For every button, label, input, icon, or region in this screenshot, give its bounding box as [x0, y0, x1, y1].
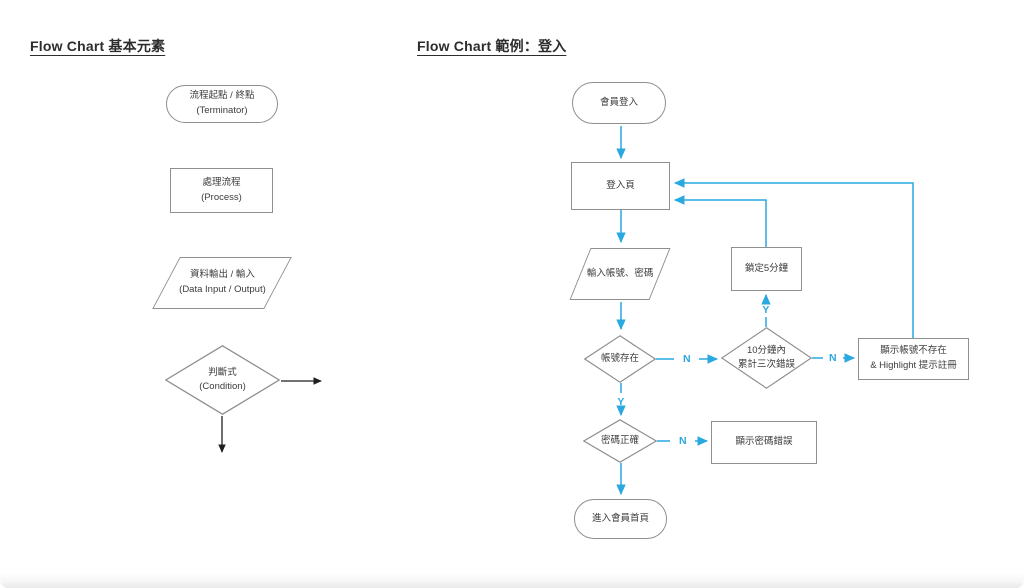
edge-label-yes-three-failures: Y [762, 304, 770, 316]
account-not-exist-label-line1: 顯示帳號不存在 [880, 345, 947, 357]
terminator-label: 流程起點 / 終點 [189, 90, 255, 102]
terminator-sublabel: (Terminator) [196, 105, 248, 116]
edge-label-no-account-exists: N [683, 353, 691, 365]
start-label: 會員登入 [599, 96, 638, 108]
login-page-label: 登入頁 [606, 179, 635, 191]
edge-label-yes-account-exists: Y [617, 396, 625, 408]
data-io-sublabel: (Data Input / Output) [178, 284, 266, 295]
account-exists-label: 帳號存在 [600, 352, 639, 364]
account-not-exist-label-line2: & Highlight 提示註冊 [870, 360, 957, 371]
diamond-outline [165, 345, 280, 415]
terminator-node[interactable]: 流程起點 / 終點 (Terminator) [166, 85, 278, 123]
three-failures-label-line1: 10分鐘內 [746, 344, 787, 356]
three-failures-label-line2: 累計三次錯誤 [737, 359, 795, 370]
condition-node[interactable]: 判斷式 (Condition) [165, 345, 280, 415]
process-label: 處理流程 [202, 176, 241, 188]
condition-label: 判斷式 [208, 366, 237, 378]
login-page-node[interactable]: 登入頁 [571, 162, 670, 210]
password-correct-node[interactable]: 密碼正確 [583, 419, 657, 463]
edge-label-no-password-correct: N [679, 435, 687, 447]
diamond-outline [721, 327, 812, 389]
start-node[interactable]: 會員登入 [572, 82, 666, 124]
end-label: 進入會員首頁 [591, 512, 649, 524]
lock-5min-label: 鎖定5分鐘 [744, 262, 789, 274]
diamond-outline [584, 335, 656, 383]
password-error-node[interactable]: 顯示密碼錯誤 [711, 421, 817, 464]
data-io-label: 資料輸出 / 輸入 [189, 269, 255, 281]
three-failures-node[interactable]: 10分鐘內 累計三次錯誤 [721, 327, 812, 389]
right-chart-title: Flow Chart 範例：登入 [417, 38, 567, 54]
process-node[interactable]: 處理流程 (Process) [170, 168, 273, 213]
bottom-edge-shadow [0, 572, 1024, 588]
input-credentials-label: 輸入帳號、密碼 [586, 267, 654, 279]
password-error-label: 顯示密碼錯誤 [735, 436, 793, 448]
edge-label-no-three-failures: N [829, 352, 837, 364]
lock-5min-node[interactable]: 鎖定5分鐘 [731, 247, 802, 291]
process-sublabel: (Process) [201, 191, 242, 203]
left-chart-title: Flow Chart 基本元素 [30, 38, 166, 54]
account-not-exist-node[interactable]: 顯示帳號不存在 & Highlight 提示註冊 [858, 338, 969, 380]
condition-sublabel: (Condition) [199, 381, 246, 392]
diamond-outline [583, 419, 657, 463]
account-exists-node[interactable]: 帳號存在 [584, 335, 656, 383]
end-node[interactable]: 進入會員首頁 [574, 499, 667, 539]
password-correct-label: 密碼正確 [600, 434, 639, 446]
